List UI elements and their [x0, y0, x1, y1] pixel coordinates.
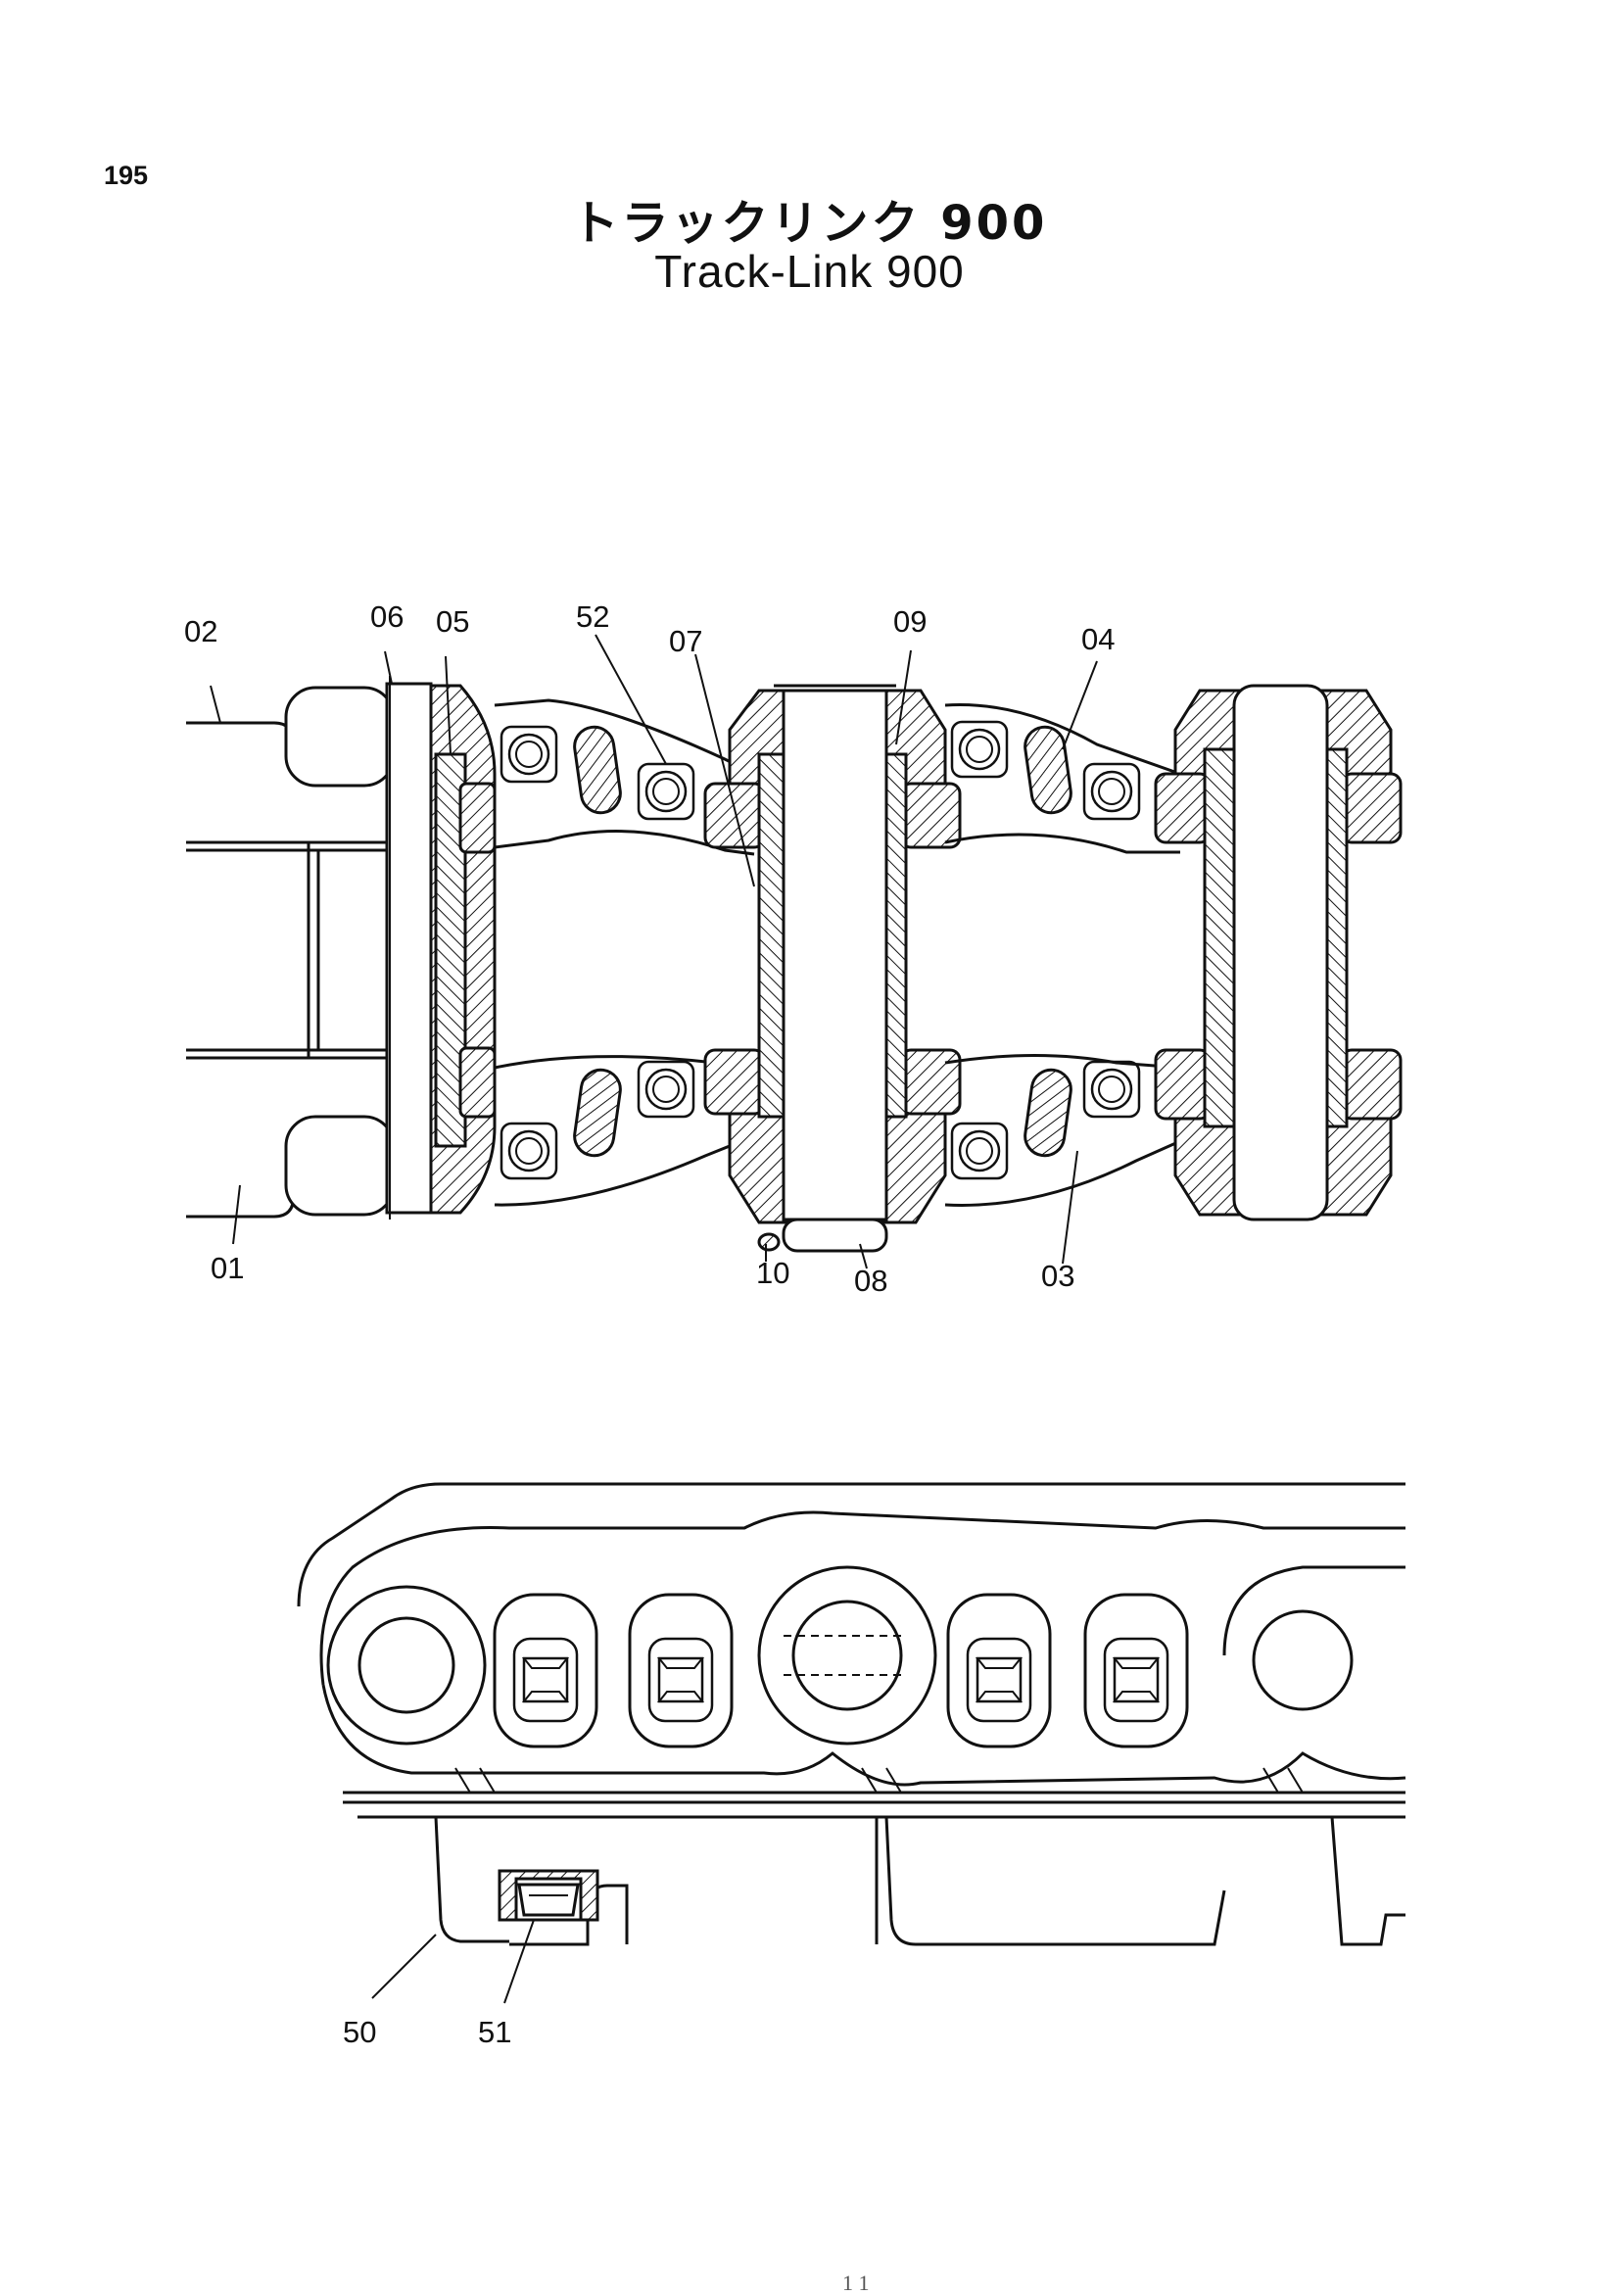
bottom-callouts: 50 51	[343, 2015, 511, 2049]
top-callouts: 02 06 05 52 07 09 04 01 10 08 03	[184, 599, 1115, 1298]
callout-05: 05	[436, 604, 469, 639]
side-view	[297, 1482, 1406, 1946]
callout-10: 10	[756, 1256, 789, 1290]
callout-09: 09	[893, 604, 927, 639]
title-japanese: トラックリンク 900	[571, 196, 1048, 251]
plan-view	[186, 676, 1403, 1253]
callout-06: 06	[370, 599, 404, 634]
callout-51: 51	[478, 2015, 511, 2049]
callout-01: 01	[211, 1251, 244, 1285]
callout-03: 03	[1041, 1259, 1074, 1293]
callout-08: 08	[854, 1264, 887, 1298]
callout-52: 52	[576, 599, 609, 634]
footer-mark: 1 1	[842, 2271, 870, 2295]
title-english: Track-Link 900	[654, 246, 965, 297]
callout-04: 04	[1081, 622, 1115, 656]
bottom-leader-lines	[371, 1919, 535, 2004]
callout-02: 02	[184, 614, 217, 648]
page-number: 195	[104, 161, 149, 190]
top-leader-lines	[210, 634, 1098, 1269]
callout-07: 07	[669, 624, 702, 658]
callout-50: 50	[343, 2015, 376, 2049]
